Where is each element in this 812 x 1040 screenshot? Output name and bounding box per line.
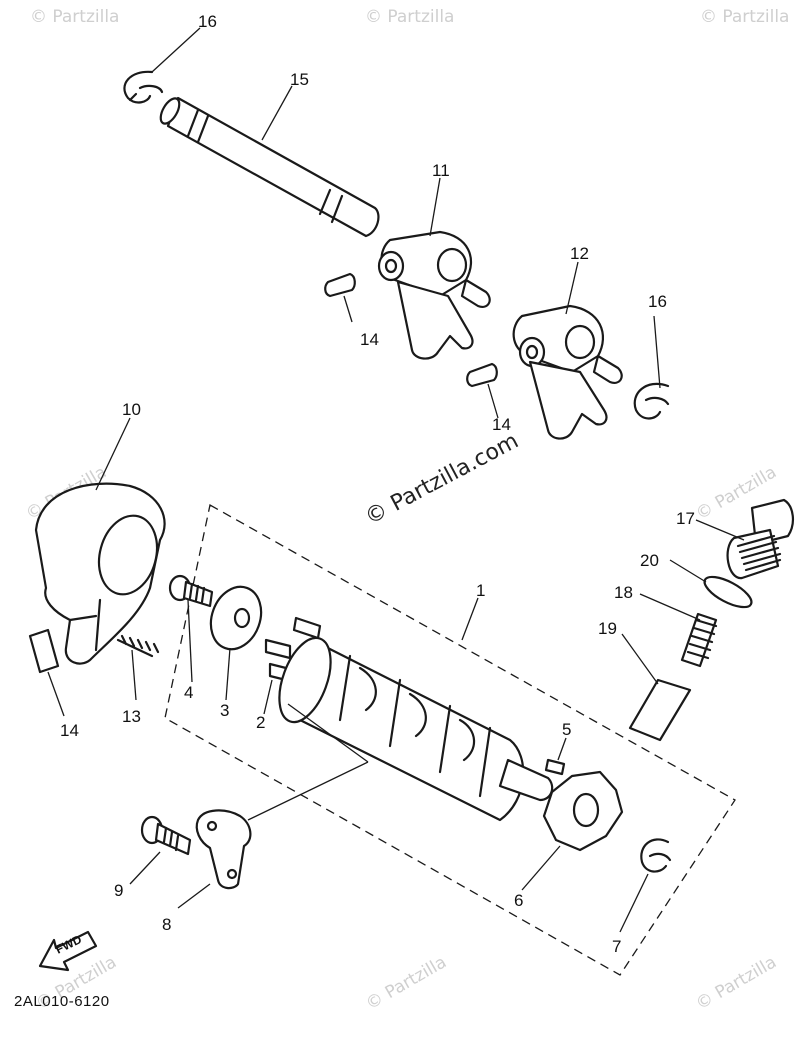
callout-12: 12 — [570, 244, 589, 263]
shift-fork-12 — [512, 304, 623, 440]
segment-plate-8 — [195, 809, 252, 890]
callout-20: 20 — [640, 551, 659, 570]
callout-16: 16 — [198, 12, 217, 31]
callout-16: 16 — [648, 292, 667, 311]
callout-6: 6 — [514, 891, 523, 910]
screw-9 — [140, 815, 192, 856]
callout-17: 17 — [676, 509, 695, 528]
callout-19: 19 — [598, 619, 617, 638]
callout-14: 14 — [60, 721, 79, 740]
pin-5 — [544, 758, 566, 776]
callout-9: 9 — [114, 881, 123, 900]
shift-fork-11 — [377, 230, 491, 360]
callout-2: 2 — [256, 713, 265, 732]
circlip-7 — [640, 838, 672, 873]
callout-10: 10 — [122, 400, 141, 419]
plunger-19 — [628, 678, 692, 742]
watermark: © Partzilla — [363, 952, 450, 1014]
screw-4 — [168, 574, 214, 608]
part-code: 2AL010-6120 — [14, 993, 110, 1010]
neutral-switch-17 — [726, 498, 794, 580]
shift-fork-shaft-15 — [159, 96, 380, 238]
callouts: 16 15 11 12 16 14 14 10 1 17 20 18 19 4 … — [60, 12, 695, 956]
watermark: © Partzilla — [365, 7, 454, 27]
dowel-pins — [28, 272, 498, 674]
shift-cam-drum-1 — [278, 636, 554, 822]
callout-13: 13 — [122, 707, 141, 726]
watermark-center: © Partzilla.com — [361, 429, 523, 531]
callout-4: 4 — [184, 683, 193, 702]
washer-20 — [703, 575, 753, 609]
callout-11: 11 — [432, 161, 450, 180]
circlip-16-upper — [123, 70, 164, 104]
callout-14: 14 — [360, 330, 379, 349]
callout-5: 5 — [562, 720, 571, 739]
callout-14: 14 — [492, 415, 511, 434]
callout-18: 18 — [614, 583, 633, 602]
watermark: © Partzilla — [693, 952, 780, 1014]
spring-18 — [680, 612, 718, 668]
star-cam-6 — [542, 770, 624, 852]
callout-3: 3 — [220, 701, 229, 720]
watermark: © Partzilla — [700, 7, 789, 27]
assembly-frame — [164, 503, 736, 976]
callout-7: 7 — [612, 937, 621, 956]
callout-15: 15 — [290, 70, 309, 89]
leader-lines — [47, 27, 745, 933]
spring-pin-13 — [116, 634, 160, 658]
stopper-plate-3 — [209, 585, 263, 651]
circlip-16-right — [633, 382, 670, 420]
watermark: © Partzilla — [30, 7, 119, 27]
callout-1: 1 — [476, 581, 485, 600]
fwd-arrow: FWD — [38, 930, 98, 972]
drum-holder-10 — [34, 482, 166, 665]
callout-8: 8 — [162, 915, 171, 934]
